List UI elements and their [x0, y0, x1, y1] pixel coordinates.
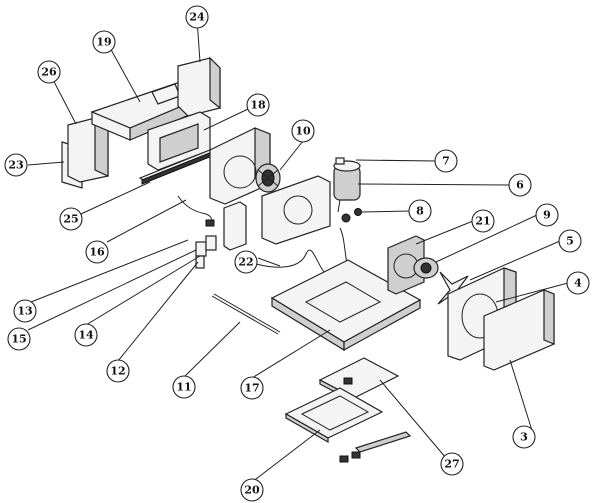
callout-label: 25: [63, 213, 78, 226]
callout-label: 7: [442, 155, 450, 168]
callout-label: 19: [96, 36, 111, 49]
callout-20: 20: [240, 478, 264, 502]
callout-label: 26: [41, 66, 57, 79]
callout-26: 26: [37, 60, 61, 84]
callout-10: 10: [291, 119, 315, 143]
callout-label: 10: [295, 125, 311, 138]
callout-label: 20: [244, 484, 260, 497]
callout-label: 13: [17, 305, 32, 318]
callout-21: 21: [471, 209, 495, 233]
callout-16: 16: [85, 240, 109, 264]
callout-label: 21: [475, 215, 490, 228]
callout-13: 13: [13, 299, 37, 323]
part-front-frame-18: [147, 111, 211, 171]
callout-8: 8: [408, 199, 432, 223]
callout-label: 6: [516, 179, 524, 192]
callout-label: 11: [176, 381, 191, 394]
callout-23: 23: [4, 153, 28, 177]
part-strips: [339, 431, 412, 463]
part-bracket: [223, 201, 247, 251]
callout-4: 4: [566, 271, 590, 295]
callout-19: 19: [92, 30, 116, 54]
callout-label: 24: [189, 11, 205, 24]
callout-18: 18: [246, 93, 270, 117]
callout-label: 22: [238, 256, 253, 269]
callout-3: 3: [512, 425, 536, 449]
callout-label: 15: [11, 333, 26, 346]
callout-9: 9: [535, 203, 559, 227]
callout-25: 25: [59, 207, 83, 231]
callout-label: 23: [8, 159, 23, 172]
callout-6: 6: [508, 173, 532, 197]
leader-lines: [27, 18, 569, 483]
callout-27: 27: [440, 452, 464, 476]
callout-label: 9: [543, 209, 551, 222]
blower-wheel: [255, 163, 281, 193]
callout-label: 27: [444, 458, 459, 471]
callout-label: 16: [89, 246, 105, 259]
callout-label: 8: [416, 205, 424, 218]
part-grommets-8: [341, 208, 362, 223]
callout-label: 12: [110, 365, 125, 378]
callout-7: 7: [434, 149, 458, 173]
callout-label: 3: [520, 431, 528, 444]
callout-label: 14: [78, 329, 94, 342]
part-capacitors-12-15: [195, 235, 217, 269]
callout-15: 15: [7, 327, 31, 351]
part-rod-11: [211, 293, 281, 335]
callout-22: 22: [234, 250, 258, 274]
part-fan-motor-9: [413, 257, 439, 279]
callout-5: 5: [558, 229, 582, 253]
callout-17: 17: [240, 376, 264, 400]
callout-label: 5: [566, 235, 574, 248]
callout-11: 11: [172, 375, 196, 399]
callout-12: 12: [106, 359, 130, 383]
part-wiring-harness-16: [177, 195, 215, 227]
part-rear-panel-24: [177, 56, 221, 117]
part-rear-grille-3: [483, 289, 555, 371]
callout-label: 4: [574, 277, 582, 290]
callout-label: 18: [250, 99, 266, 112]
callout-24: 24: [185, 5, 209, 29]
part-fan-shroud-21: [387, 235, 425, 295]
part-blower-housing-10: [209, 127, 281, 205]
part-compressor-6-7: [333, 157, 361, 213]
callout-label: 17: [244, 382, 259, 395]
part-bulkhead-plate: [261, 175, 331, 245]
callout-14: 14: [74, 323, 98, 347]
part-bottom-frame-20: [284, 387, 384, 444]
part-base-pan-17: [270, 259, 422, 352]
